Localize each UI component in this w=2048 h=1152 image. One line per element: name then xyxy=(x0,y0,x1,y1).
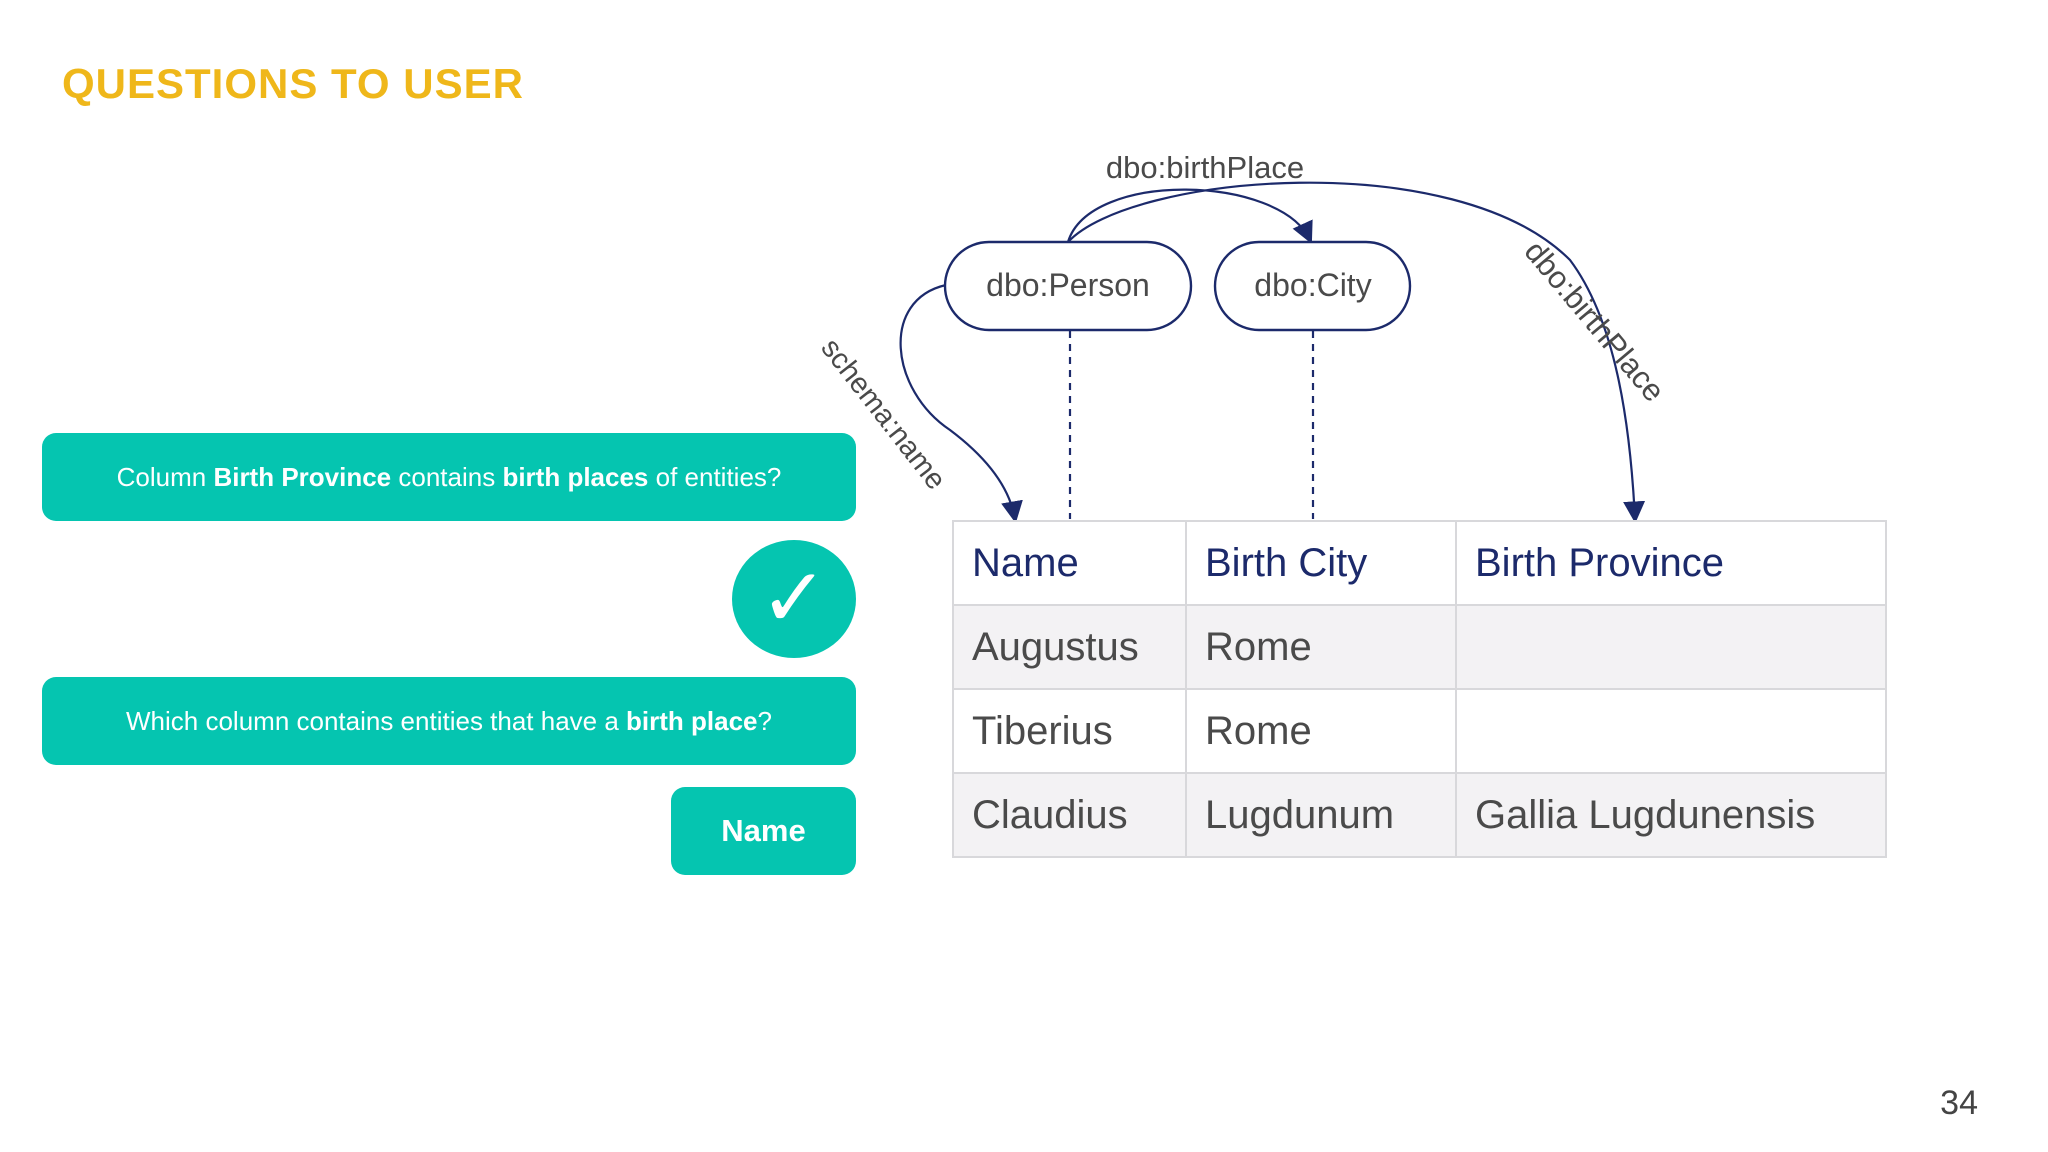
node-city-label: dbo:City xyxy=(1254,267,1371,303)
node-city xyxy=(1213,240,1412,332)
column-header-birth-province: Birth Province xyxy=(1455,520,1887,606)
data-table: Name Birth City Birth Province Augustus … xyxy=(952,520,1887,858)
question-1-part-2: Birth Province xyxy=(213,461,392,492)
checkmark-icon: ✓ xyxy=(759,551,829,646)
question-2-part-1: Which column contains entities that have… xyxy=(126,705,627,736)
edge-person-name xyxy=(899,283,1023,524)
question-birth-place-column: Which column contains entities that have… xyxy=(42,677,856,765)
table-cell: Tiberius xyxy=(952,688,1187,774)
question-1-part-3: contains xyxy=(391,461,503,492)
table-cell: Gallia Lugdunensis xyxy=(1455,772,1887,858)
table-header-row: Name Birth City Birth Province xyxy=(952,520,1887,606)
column-header-birth-city: Birth City xyxy=(1185,520,1457,606)
table-row: Tiberius Rome xyxy=(952,688,1887,774)
page-number: 34 xyxy=(1940,1084,1978,1122)
table-cell: Rome xyxy=(1185,688,1457,774)
name-answer-button[interactable]: Name xyxy=(671,787,856,875)
table-cell: Augustus xyxy=(952,604,1187,690)
question-1-part-4: birth places xyxy=(502,461,649,492)
slide-title: QUESTIONS TO USER xyxy=(62,60,524,107)
table-cell xyxy=(1455,604,1887,690)
question-1-part-5: of entities? xyxy=(648,461,782,492)
table-row: Augustus Rome xyxy=(952,604,1887,690)
checkmark-answer-button[interactable]: ✓ xyxy=(732,540,856,658)
table-row: Claudius Lugdunum Gallia Lugdunensis xyxy=(952,772,1887,858)
column-header-name: Name xyxy=(952,520,1187,606)
question-1-text: Column Birth Province contains birth pla… xyxy=(117,462,782,493)
table-cell: Lugdunum xyxy=(1185,772,1457,858)
table-cell: Claudius xyxy=(952,772,1187,858)
table-cell xyxy=(1455,688,1887,774)
edge-person-province xyxy=(1067,181,1646,524)
question-birth-province: Column Birth Province contains birth pla… xyxy=(42,433,856,521)
node-person xyxy=(943,240,1193,332)
edge-person-city-label: dbo:birthPlace xyxy=(1106,150,1304,185)
node-person-label: dbo:Person xyxy=(986,267,1150,303)
table-cell: Rome xyxy=(1185,604,1457,690)
question-2-part-2: birth place xyxy=(626,705,758,736)
edge-person-city xyxy=(1066,188,1313,244)
question-2-text: Which column contains entities that have… xyxy=(126,706,772,737)
edge-person-province-label: dbo:birthPlace xyxy=(1518,234,1672,408)
question-1-part-1: Column xyxy=(116,461,214,492)
question-2-part-3: ? xyxy=(757,705,772,736)
